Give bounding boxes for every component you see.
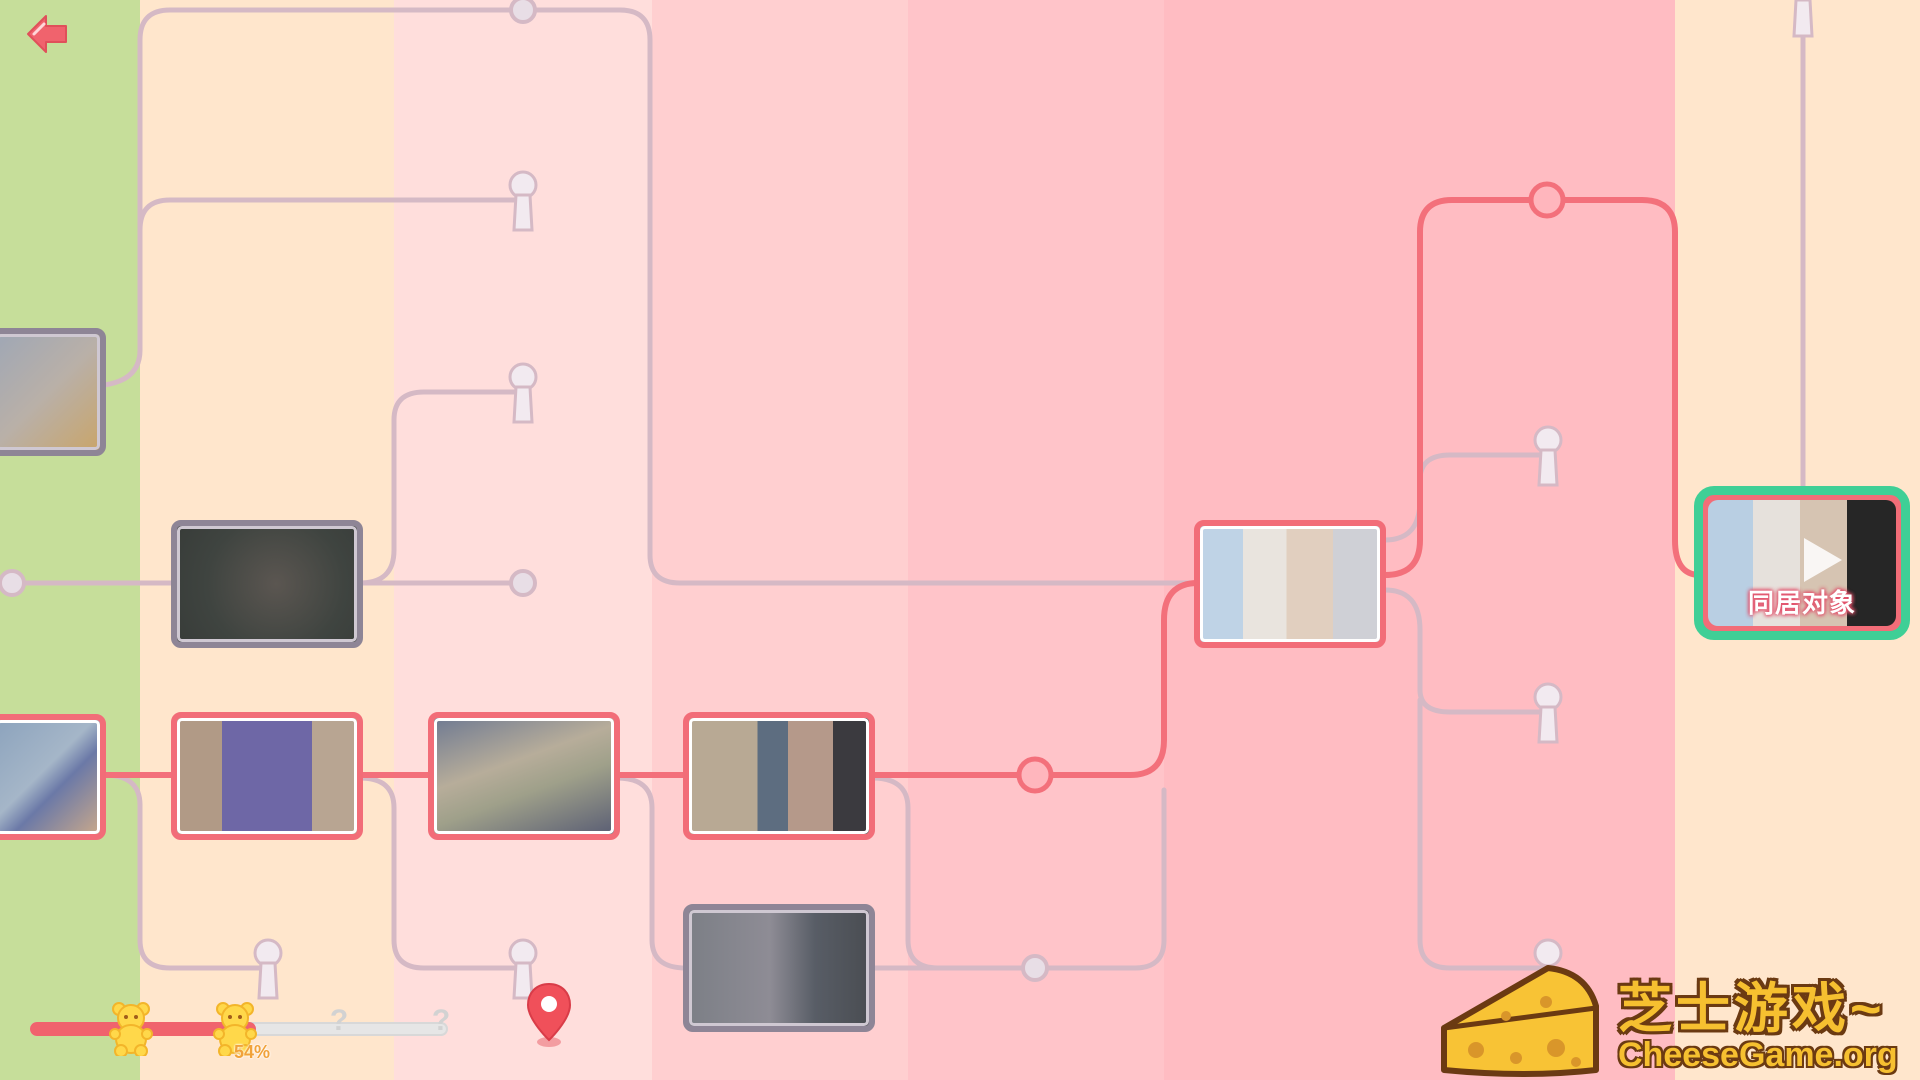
active-path-junction (1528, 181, 1566, 219)
path-line (1382, 587, 1551, 715)
watermark-url: CheeseGame.org (1618, 1036, 1898, 1074)
active-path-line (1382, 197, 1703, 578)
scene-node[interactable] (683, 712, 875, 840)
final-node-image: 同居对象 (1708, 500, 1896, 626)
locked-scene-node[interactable] (0, 328, 106, 456)
watermark: 芝士游戏~ CheeseGame.org (1436, 958, 1920, 1080)
keyhole-lock-icon (253, 938, 283, 1000)
keyhole-lock-icon (1533, 682, 1563, 744)
path-line (869, 775, 1167, 971)
active-path-line (869, 580, 1201, 778)
path-junction (509, 569, 537, 597)
back-arrow-icon[interactable] (24, 12, 72, 56)
locked-scene-node[interactable] (683, 904, 875, 1032)
active-path-junction (1016, 756, 1054, 794)
path-line (137, 197, 526, 233)
path-junction (509, 0, 537, 24)
gummy-bear-icon (109, 1002, 153, 1056)
watermark-title: 芝士游戏~ (1618, 979, 1886, 1039)
scene-node[interactable] (428, 712, 620, 840)
path-line (357, 389, 526, 586)
progress-marker-unknown: ? (431, 1004, 451, 1037)
keyhole-lock-icon (1533, 425, 1563, 487)
keyhole-lock-icon (508, 938, 538, 1000)
path-line (1417, 697, 1551, 971)
keyhole-lock-icon (508, 362, 538, 424)
scene-node[interactable] (1194, 520, 1386, 648)
completion-progress-bar: ? ? 54% (26, 1000, 456, 1062)
scene-node[interactable] (171, 712, 363, 840)
path-line (614, 775, 689, 971)
path-junction (1021, 954, 1049, 982)
progress-marker-unknown: ? (329, 1004, 349, 1037)
locked-scene-node[interactable] (171, 520, 363, 648)
path-line (1382, 452, 1551, 543)
path-line (357, 775, 526, 971)
gummy-bear-icon (213, 1002, 257, 1056)
scene-node[interactable] (0, 714, 106, 840)
column-1 (0, 0, 140, 1080)
path-junction (0, 569, 26, 597)
keyhole-lock-icon (1792, 0, 1814, 38)
path-line (101, 7, 1193, 586)
column-4 (652, 0, 908, 1080)
location-pin-icon (526, 982, 572, 1047)
progress-percent: 54% (234, 1042, 271, 1062)
play-icon (1804, 538, 1842, 582)
final-story-node[interactable]: 同居对象 (1694, 486, 1910, 640)
keyhole-lock-icon (508, 170, 538, 232)
path-line (101, 772, 271, 971)
cheese-icon (1441, 965, 1599, 1077)
column-5 (908, 0, 1164, 1080)
final-node-title: 同居对象 (1747, 588, 1856, 618)
